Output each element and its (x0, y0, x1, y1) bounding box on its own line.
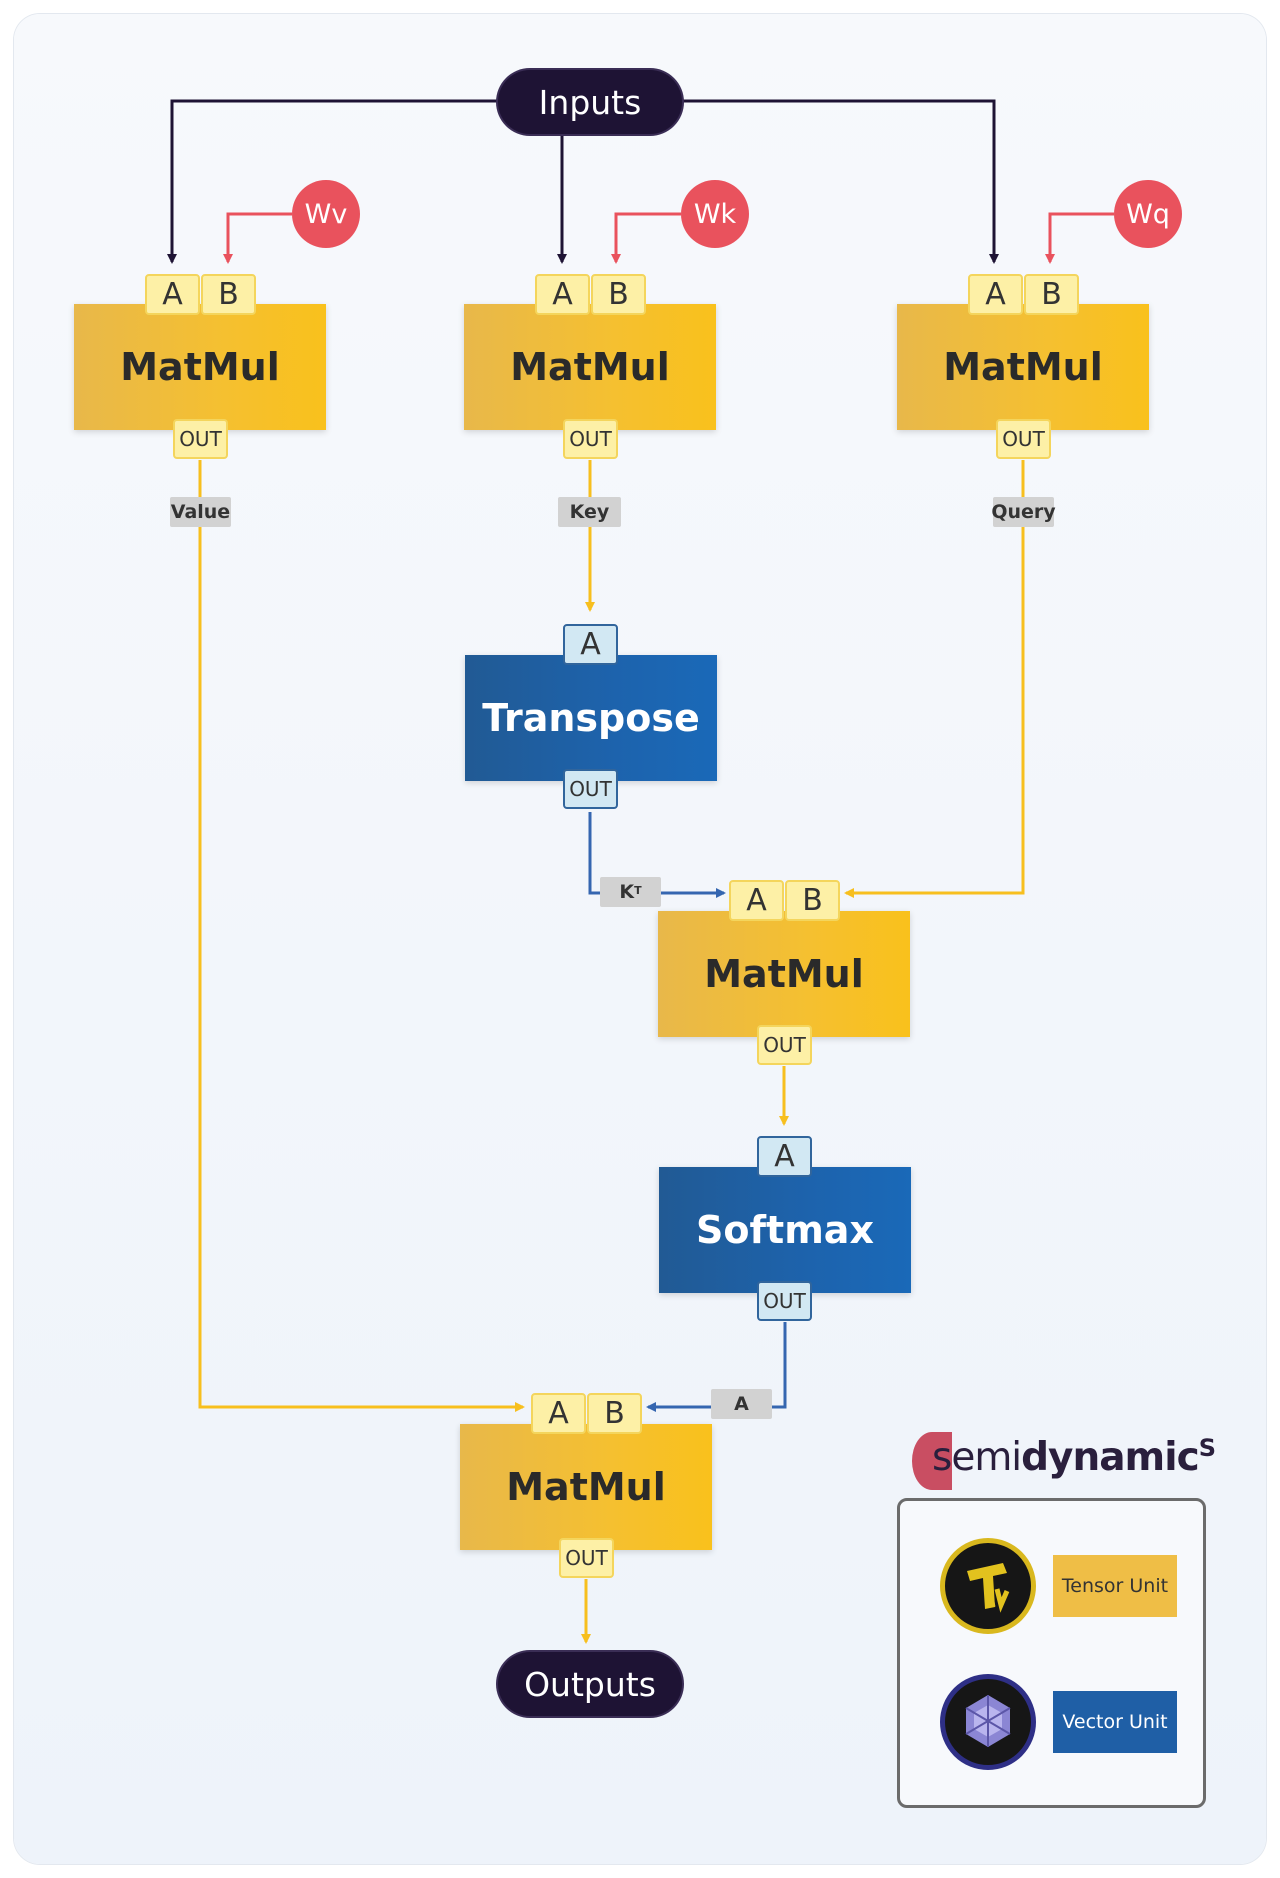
weight-wq-node[interactable]: Wq (1114, 180, 1182, 248)
k-transpose-label-sup: T (634, 883, 642, 897)
softmax-port-out[interactable]: OUT (757, 1281, 812, 1321)
value-label: Value (170, 497, 231, 527)
matmul-query-node[interactable]: MatMul (897, 304, 1149, 430)
matmul-qk-node[interactable]: MatMul (658, 911, 910, 1037)
matmul-query-port-b[interactable]: B (1024, 274, 1079, 315)
tensor-unit-icon (940, 1538, 1036, 1634)
matmul-value-port-b[interactable]: B (201, 274, 256, 315)
matmul-key-port-b[interactable]: B (591, 274, 646, 315)
logo-text-bold: dynamic (1021, 1435, 1200, 1480)
key-label: Key (558, 497, 621, 527)
wire-wq (1045, 212, 1114, 264)
outputs-node[interactable]: Outputs (498, 1652, 682, 1716)
wire-query (844, 460, 1025, 898)
wire-inputs-value (167, 99, 498, 264)
logo-text: semidynamicS (932, 1434, 1216, 1480)
wire-inputs-query (682, 99, 999, 264)
matmul-output-port-b[interactable]: B (587, 1393, 642, 1434)
matmul-value-port-a[interactable]: A (145, 274, 200, 315)
matmul-value-port-out[interactable]: OUT (173, 419, 228, 459)
transpose-port-out[interactable]: OUT (563, 769, 618, 809)
logo-text-sup: S (1198, 1434, 1216, 1462)
matmul-key-port-a[interactable]: A (535, 274, 590, 315)
wire-wk (611, 212, 681, 264)
query-label: Query (991, 497, 1056, 527)
matmul-qk-port-a[interactable]: A (729, 880, 784, 921)
softmax-node[interactable]: Softmax (659, 1167, 911, 1293)
logo-mark (912, 1432, 952, 1490)
weight-wk-node[interactable]: Wk (681, 180, 749, 248)
tensor-unit-glyph (967, 1563, 1010, 1613)
wire-value (198, 460, 525, 1412)
wire-attn (646, 1322, 787, 1412)
softmax-port-a[interactable]: A (757, 1136, 812, 1177)
matmul-query-port-out[interactable]: OUT (996, 419, 1051, 459)
matmul-output-node[interactable]: MatMul (460, 1424, 712, 1550)
transpose-port-a[interactable]: A (563, 624, 618, 665)
unit-legend: Tensor Unit Vector Unit (897, 1498, 1206, 1808)
matmul-qk-port-b[interactable]: B (785, 880, 840, 921)
matmul-key-port-out[interactable]: OUT (563, 419, 618, 459)
softmax-out-label: A (711, 1389, 772, 1419)
matmul-query-port-a[interactable]: A (968, 274, 1023, 315)
matmul-output-port-out[interactable]: OUT (559, 1538, 614, 1578)
matmul-output-port-a[interactable]: A (531, 1393, 586, 1434)
weight-wv-node[interactable]: Wv (292, 180, 360, 248)
k-transpose-label-text: K (619, 881, 635, 903)
wire-wv (223, 212, 292, 264)
matmul-value-node[interactable]: MatMul (74, 304, 326, 430)
inputs-node[interactable]: Inputs (498, 70, 682, 134)
matmul-qk-port-out[interactable]: OUT (757, 1025, 812, 1065)
transpose-node[interactable]: Transpose (465, 655, 717, 781)
wire-kt (588, 812, 726, 898)
semidynamics-logo: semidynamicS (912, 1424, 1216, 1490)
vector-unit-glyph (965, 1695, 1011, 1747)
matmul-key-node[interactable]: MatMul (464, 304, 716, 430)
vector-unit-icon (940, 1674, 1036, 1770)
logo-text-light: semi (932, 1435, 1022, 1480)
vector-unit-label: Vector Unit (1053, 1691, 1177, 1753)
tensor-unit-label: Tensor Unit (1053, 1555, 1177, 1617)
